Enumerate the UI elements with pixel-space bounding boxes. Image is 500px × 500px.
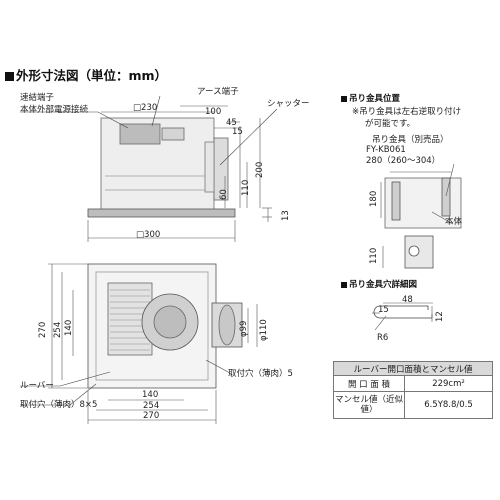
hole-marker — [341, 282, 347, 288]
table-row: マンセル値（近似値） 6.5Y8.8/0.5 — [333, 391, 493, 419]
dim-254-h: 254 — [143, 401, 160, 411]
earth-terminal-label: アース端子 — [197, 87, 239, 97]
mount-hole-bottom-label: 取付穴（薄肉）8×5 — [20, 400, 98, 410]
hole-detail-diagram — [372, 302, 433, 331]
hole-dim-r6: R6 — [377, 333, 389, 343]
spec-value: 6.5Y8.8/0.5 — [404, 391, 493, 419]
dim-phi99: φ99 — [239, 320, 249, 337]
power-connection-label: 本体外部電源接続 — [20, 105, 89, 115]
hanger-note-1: ※吊り金具は左右逆取り付け — [352, 107, 462, 117]
hanger-diagram — [380, 163, 462, 269]
hole-dim-48: 48 — [402, 295, 413, 305]
hanger-body-label: 本体 — [445, 217, 463, 227]
dim-100: 100 — [205, 107, 222, 117]
hole-dim-12: 12 — [435, 311, 445, 322]
hanger-dim-180: 180 — [369, 190, 379, 207]
mount-hole-side-label: 取付穴（薄肉）5 — [228, 369, 293, 379]
spec-table: ルーバー開口面積とマンセル値 開 口 面 積 229cm² マンセル値（近似値）… — [333, 361, 493, 419]
dim-270-h: 270 — [143, 411, 160, 421]
hole-detail-title: 吊り金具穴詳細図 — [349, 280, 418, 290]
hanger-range: 280（260〜304） — [366, 156, 441, 166]
shutter-label: シャッター — [267, 99, 310, 109]
side-view — [20, 95, 278, 242]
louver-label: ルーバー — [20, 381, 54, 391]
dim-270-v: 270 — [38, 321, 48, 338]
plan-view — [20, 263, 258, 424]
dim-13: 13 — [281, 210, 291, 221]
hanger-part-no: FY-KB061 — [366, 145, 406, 155]
dim-200: 200 — [255, 161, 265, 178]
hanger-note-2: が可能です。 — [365, 119, 416, 129]
dim-sq300: □300 — [136, 230, 161, 240]
dim-140-h: 140 — [142, 390, 159, 400]
title-marker — [5, 72, 14, 81]
page-title: 外形寸法図（単位：mm） — [16, 68, 168, 83]
dim-15: 15 — [232, 127, 243, 137]
dim-60: 60 — [219, 189, 229, 200]
hole-dim-15: 15 — [378, 305, 389, 315]
hanger-title: 吊り金具位置 — [349, 94, 401, 104]
dim-sq230: □230 — [133, 103, 158, 113]
spec-label: マンセル値（近似値） — [333, 391, 405, 419]
dim-45: 45 — [226, 118, 237, 128]
hanger-dim-110: 110 — [369, 247, 379, 264]
dim-140-v: 140 — [64, 319, 74, 336]
terminal-box — [119, 123, 161, 145]
quick-terminal-label: 速結端子 — [20, 93, 55, 103]
ceiling-flange — [87, 208, 236, 218]
table-row: 開 口 面 積 229cm² — [333, 375, 493, 392]
hanger-left — [391, 181, 401, 221]
hanger-right — [441, 177, 451, 217]
hanger-marker — [341, 96, 347, 102]
dim-254-v: 254 — [53, 321, 63, 338]
spec-table-header: ルーバー開口面積とマンセル値 — [333, 361, 493, 376]
dim-110: 110 — [241, 179, 251, 196]
spec-label: 開 口 面 積 — [333, 375, 405, 392]
dim-phi110: φ110 — [259, 319, 269, 341]
spec-value: 229cm² — [404, 375, 493, 392]
hanger-part-label: 吊り金具（別売品） — [372, 135, 449, 145]
